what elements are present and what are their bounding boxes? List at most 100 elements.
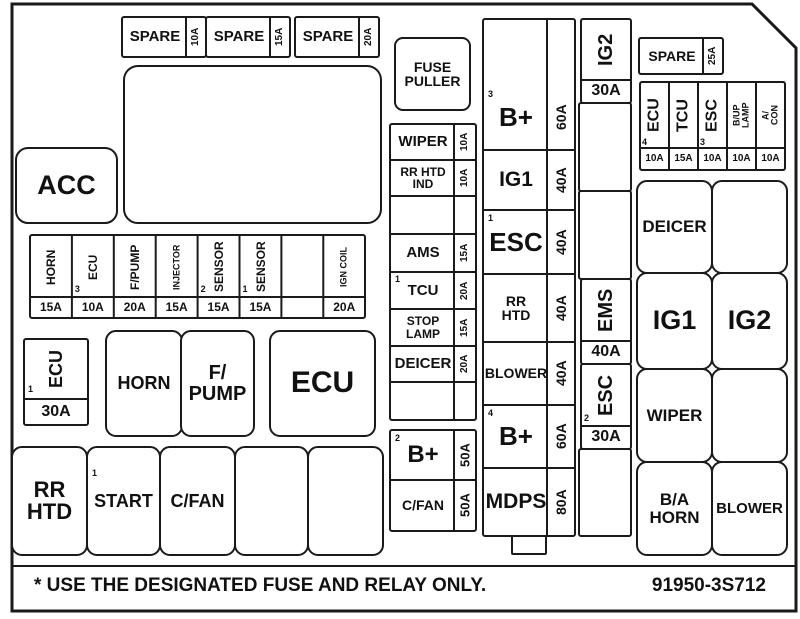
mini-fuse-rating: 15A [207,300,230,315]
position-number: 2 [584,413,590,423]
fuse-rating [454,382,476,420]
mini-fuse-name: F/PUMP [127,244,142,290]
fuse-puller-slot [394,37,471,111]
fuse-rating: 40A [591,343,621,361]
relay-label: WIPER [646,405,703,425]
fuse-rating: 30A [591,82,621,100]
fuse-rating: 40A [552,167,569,193]
relay-label [712,181,787,273]
relay-label: IG2 [727,305,772,336]
fuse-rating: 10A [189,27,201,47]
mini-fuse-rating: 20A [123,300,146,315]
ecu-fuse-name: ECU [45,350,66,389]
fuse-rating: 25A [706,46,718,66]
position-number: 4 [488,408,494,418]
fuse-rating [454,196,476,234]
position-number: 1 [92,468,98,478]
blank-fuse-slot [578,190,632,280]
footer-note: * USE THE DESIGNATED FUSE AND RELAY ONLY… [34,575,487,596]
relay-slot [307,446,384,556]
relay-label: IG1 [652,305,697,336]
relay-slot [180,330,255,437]
mini-fuse-rating: 20A [333,300,356,315]
relay-label [712,369,787,462]
acc-label: ACC [37,169,96,200]
part-number: 91950-3S712 [651,575,766,596]
fuse-rating: 80A [552,489,569,515]
mini-fuse-rating: 10A [732,152,751,164]
relay-label: BLOWER [716,499,783,517]
fuse-name: STOP LAMP [406,314,440,341]
relay-label: START [94,490,153,511]
mini-fuse-rating: 10A [761,152,780,164]
ecu-fuse-slot [23,338,89,426]
fuse-name: DEICER [394,355,452,373]
fuse-name [392,196,454,234]
fuse-name: SPARE [302,28,354,46]
relay-label: B/A HORN [649,490,700,527]
position-number: 2 [395,433,401,443]
mini-fuse-rating: 15A [249,300,272,315]
fuse-puller-label: FUSE PULLER [404,58,461,89]
position-number: 1 [242,284,248,294]
mini-fuse-rating: 15A [39,300,62,315]
position-number: 3 [488,89,494,99]
mini-fuse-name: A/ CON [760,105,780,126]
relay-label: DEICER [642,217,707,237]
mini-fuse-rating: 15A [674,152,693,164]
relay-label: C/FAN [170,490,225,511]
fuse-name: ESC [489,226,543,257]
mini-fuse-name: IGN COIL [338,247,349,287]
position-number: 2 [200,284,206,294]
fuse-name: EMS [594,288,617,332]
mini-fuse-rating: 10A [703,152,722,164]
fuse-rating: 15A [458,243,470,263]
fuse-rating: 20A [458,281,470,300]
relay-slot [711,461,788,556]
fuse-name: C/FAN [402,496,444,513]
fuse-name: IG1 [499,168,533,192]
fuse-rating: 10A [458,168,470,188]
mini-fuse-name: B/UP LAMP [731,102,751,129]
fuse-name: WIPER [398,133,448,151]
footer: * USE THE DESIGNATED FUSE AND RELAY ONLY… [14,566,786,606]
fuse-rating: 15A [273,27,285,47]
fuse-rating: 50A [457,493,473,517]
connector-tab [511,535,547,555]
relay-label [235,447,308,555]
mini-fuse-name: HORN [43,249,58,285]
fuse-rating: 20A [362,27,374,47]
fuse-name: RR HTD IND [400,164,446,191]
fuse-rating: 40A [552,229,569,255]
relay-label: F/ PUMP [188,362,247,405]
fuse-name: B+ [407,440,439,468]
acc-relay-slot [15,147,118,224]
mini-fuse-name: INJECTOR [171,244,182,290]
mini-fuse-rating: 10A [645,152,664,164]
position-number: 1 [395,274,401,284]
relay-label: ECU [290,366,355,400]
fuse-name: B+ [499,102,533,133]
fuse-rating: 10A [458,132,470,152]
position-number: 3 [700,137,706,147]
fuse-name: RR HTD [501,292,531,323]
fuse-name: IG2 [594,33,617,66]
fuse-rating: 40A [552,360,569,387]
fuse-name: B+ [499,421,533,452]
ecu-fuse-rating: 30A [41,402,71,420]
position-number: 3 [74,284,80,294]
blank-fuse-slot [578,448,632,537]
relay-slot [269,330,376,437]
fuse-rating: 50A [457,443,473,467]
fuse-name: SPARE [648,47,696,64]
mini-fuse-name [281,238,323,296]
position-number: 1 [28,384,34,394]
fuse-name: TCU [407,281,439,299]
relay-label: RR HTD [26,476,73,524]
relay-label: HORN [117,373,171,394]
mini-fuse-rating: 10A [81,300,104,315]
fuse-rating: 60A [552,104,569,131]
fuse-rating: 20A [458,354,470,374]
